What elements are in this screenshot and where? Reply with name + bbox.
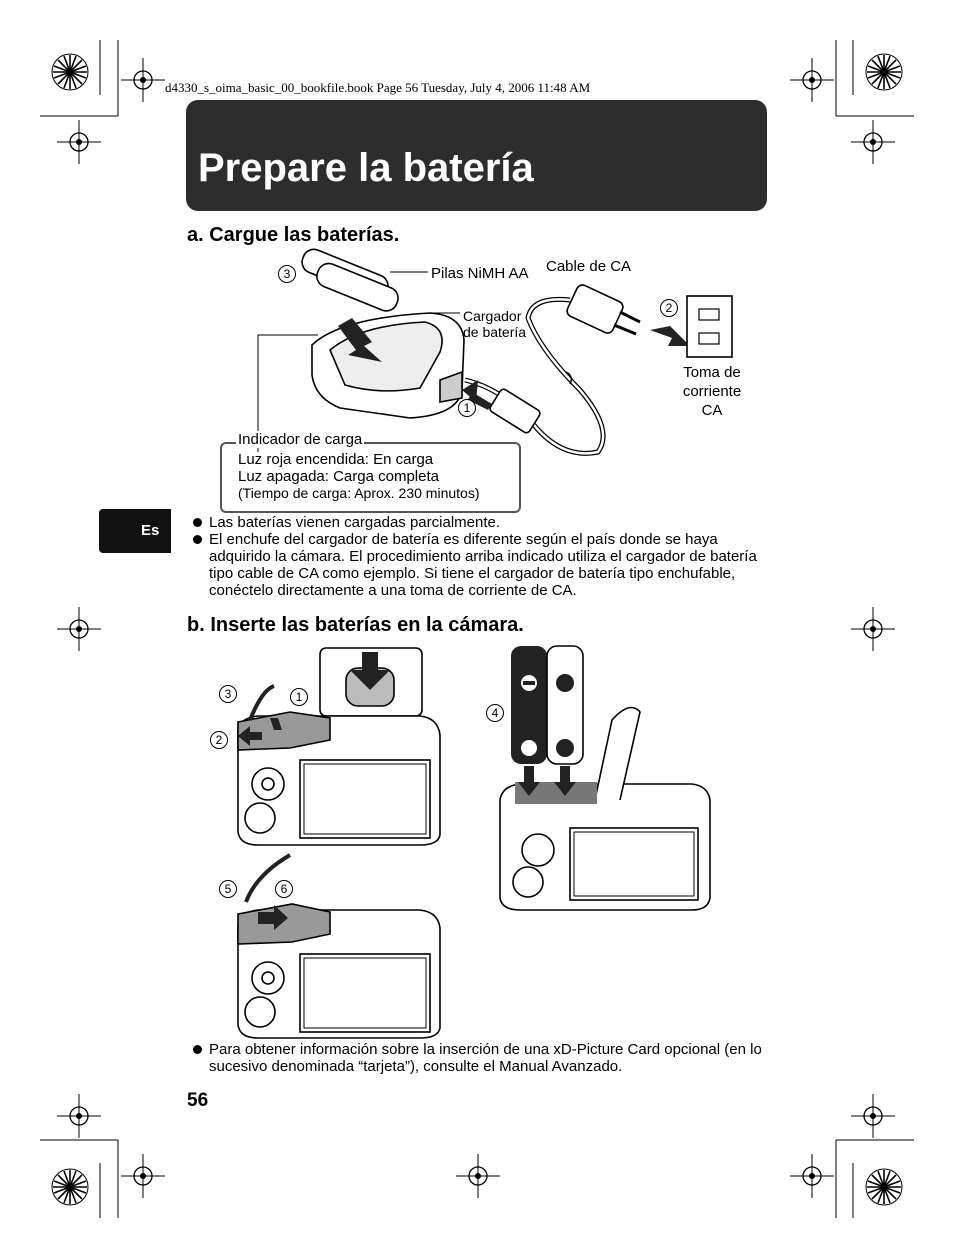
page-number: 56 <box>187 1090 209 1111</box>
label-batteries: Pilas NiMH AA <box>431 265 529 282</box>
label-outlet-line1: Toma de <box>683 364 741 381</box>
list-item: El enchufe del cargador de batería es di… <box>189 531 769 599</box>
label-outlet-line2: corriente <box>682 383 742 400</box>
label-charger: Cargador de batería <box>463 308 526 340</box>
section-a-heading: a. Cargue las baterías. <box>187 224 400 246</box>
section-a-bullets: Las baterías vienen cargadas parcialment… <box>189 514 769 599</box>
page-title: Prepare la batería <box>198 146 534 190</box>
bullet-text: Las baterías vienen cargadas parcialment… <box>209 514 501 531</box>
title-bar: Prepare la batería <box>186 100 767 211</box>
step-a-1: 1 <box>458 399 476 417</box>
print-header: d4330_s_oima_basic_00_bookfile.book Page… <box>165 80 591 95</box>
label-ac-cable: Cable de CA <box>546 258 632 275</box>
label-charger-line2: de batería <box>463 324 527 340</box>
charge-indicator-line3: (Tiempo de carga: Aprox. 230 minutos) <box>238 485 480 501</box>
section-b-heading: b. Inserte las baterías en la cámara. <box>187 614 524 636</box>
label-outlet-line3: CA <box>701 402 723 419</box>
language-tab: Es <box>99 509 171 553</box>
step-b-6: 6 <box>275 880 293 898</box>
step-a-3: 3 <box>278 265 296 283</box>
charge-indicator-body: Luz roja encendida: En carga Luz apagada… <box>238 451 480 502</box>
step-b-5: 5 <box>219 880 237 898</box>
charge-indicator-box <box>220 442 521 513</box>
bullet-dot <box>193 535 202 544</box>
language-tab-label: Es <box>141 522 160 539</box>
charge-indicator-title: Indicador de carga <box>236 431 365 448</box>
step-b-3: 3 <box>219 685 237 703</box>
step-a-2: 2 <box>660 299 678 317</box>
list-item: Para obtener información sobre la inserc… <box>189 1041 769 1075</box>
list-item: Las baterías vienen cargadas parcialment… <box>189 514 769 531</box>
bullet-dot <box>193 1045 202 1054</box>
step-b-2: 2 <box>210 731 228 749</box>
step-b-4: 4 <box>486 704 504 722</box>
charge-indicator-line2: Luz apagada: Carga completa <box>238 467 439 485</box>
charge-indicator-line1: Luz roja encendida: En carga <box>238 451 434 468</box>
label-charger-line1: Cargador <box>463 308 522 324</box>
bullet-text: El enchufe del cargador de batería es di… <box>209 531 757 599</box>
charger-figure <box>257 248 733 456</box>
section-b-bullets: Para obtener información sobre la inserc… <box>189 1041 769 1075</box>
step-b-1: 1 <box>290 688 308 706</box>
camera-figure <box>237 645 711 1039</box>
label-outlet: Toma de corriente CA <box>674 363 750 420</box>
bullet-text: Para obtener información sobre la inserc… <box>209 1041 762 1075</box>
bullet-dot <box>193 518 202 527</box>
